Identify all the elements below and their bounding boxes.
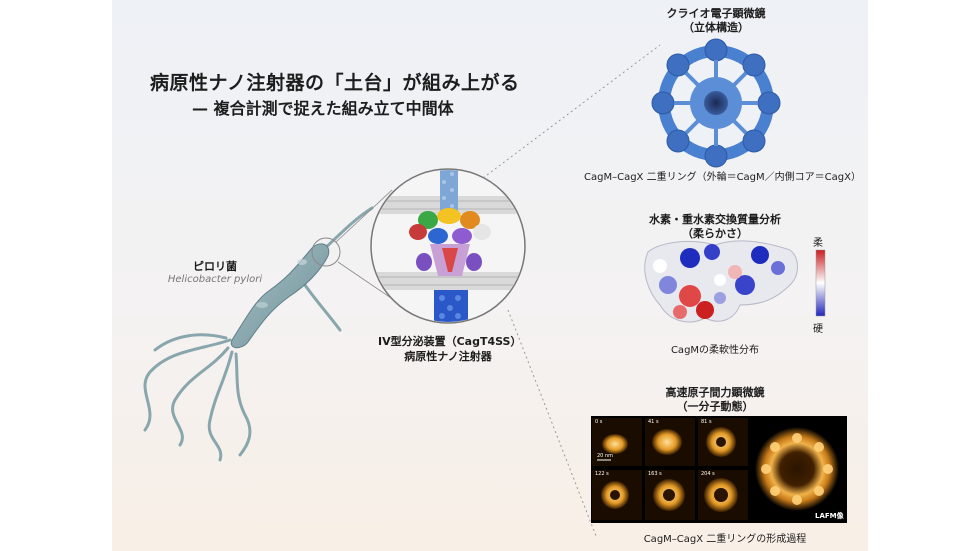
bacterium-name: ピロリ菌 xyxy=(193,260,237,273)
figure-subtitle: — 複合計測で捉えた組み立て中間体 xyxy=(192,99,454,118)
injector-zoom xyxy=(370,168,526,324)
afm-frame-1 xyxy=(592,418,642,466)
afm-frame-3-time: 81 s xyxy=(701,419,712,425)
afm-frames-svg xyxy=(592,418,839,520)
hdx-scale-flexible-label: 柔 xyxy=(813,238,823,249)
hdx-heading: 水素・重水素交換質量分析 xyxy=(649,213,781,226)
hdx-caption: CagMの柔軟性分布 xyxy=(670,345,760,356)
figure-title: 病原性ナノ注射器の「土台」が組み上がる xyxy=(150,72,520,94)
afm-heading: 高速原子間力顕微鏡 xyxy=(665,386,765,399)
afm-frame-4-time: 122 s xyxy=(595,471,609,477)
afm-lafm-ring xyxy=(755,427,839,511)
connector-line-bottom xyxy=(507,309,597,537)
afm-frame-5-time: 163 s xyxy=(648,471,662,477)
afm-image-panel: 0 s 41 s 81 s 122 s 163 s 204 s 20 nm LA… xyxy=(591,416,847,523)
cryo-subheading: （立体構造） xyxy=(683,21,749,34)
afm-frame-3 xyxy=(698,418,748,466)
afm-frame-2-time: 41 s xyxy=(648,419,659,425)
afm-frame-2 xyxy=(645,418,695,466)
afm-caption: CagM–CagX 二重リングの形成過程 xyxy=(643,534,807,545)
hdx-structure xyxy=(644,240,798,323)
hdx-subheading: （柔らかさ） xyxy=(682,227,748,240)
bacterium-latin-name: Helicobacter pylori xyxy=(167,274,263,285)
hdx-scale-rigid-label: 硬 xyxy=(813,324,823,335)
afm-frame-6-time: 204 s xyxy=(701,471,715,477)
cryo-caption: CagM–CagX 二重リング（外輪＝CagM／内側コア＝CagX） xyxy=(584,172,861,183)
bacterium-body xyxy=(230,243,330,349)
bacterium-flagella xyxy=(143,206,374,462)
injector-label-line2: 病原性ナノ注射器 xyxy=(404,350,492,363)
injector-label-line1: IV型分泌装置（CagT4SS） xyxy=(378,335,522,348)
connector-line-top xyxy=(482,44,661,179)
afm-subheading: （一分子動態） xyxy=(676,400,754,413)
afm-frame-1-time: 0 s xyxy=(595,419,603,425)
cryo-em-ring xyxy=(651,38,781,168)
afm-frame-4 xyxy=(592,470,642,520)
afm-watermark: LAFM像 xyxy=(815,512,844,520)
afm-scalebar-label: 20 nm xyxy=(597,453,613,459)
afm-frame-5 xyxy=(645,470,695,520)
magnifier-source-circle xyxy=(311,237,341,267)
cryo-heading: クライオ電子顕微鏡 xyxy=(666,7,766,20)
hdx-scale-bar xyxy=(815,249,826,317)
afm-frame-6 xyxy=(698,470,748,520)
